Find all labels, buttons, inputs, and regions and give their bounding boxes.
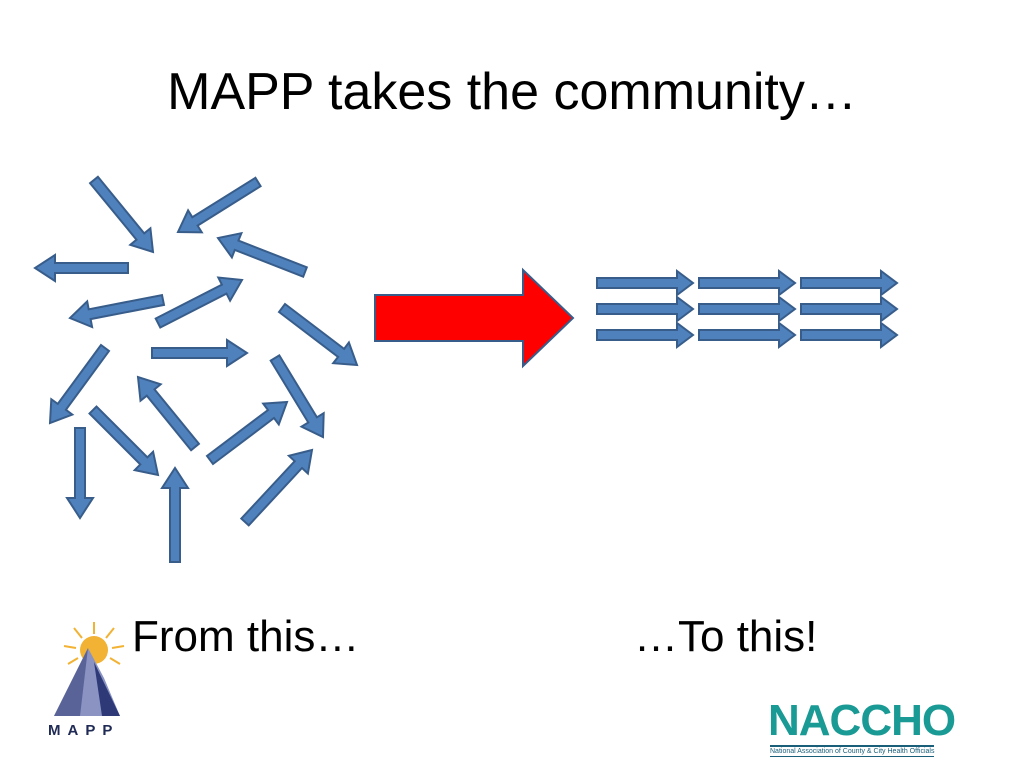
scattered-arrow [88,405,160,477]
scattered-arrow [68,293,166,329]
aligned-arrow [800,295,899,323]
scattered-arrow [239,448,314,527]
scattered-arrow [216,231,309,278]
caption-from-this: From this… [132,612,360,661]
mapp-logo-text: MAPP [48,722,120,739]
aligned-arrow [800,321,899,349]
aligned-arrow [698,295,797,323]
aligned-arrow [596,321,695,349]
transition-arrow-group [374,267,575,369]
scattered-arrow [205,400,289,466]
scattered-arrow [33,253,129,283]
naccho-logo-text: NACCHO [768,696,956,745]
scattered-arrow [65,427,95,520]
scattered-arrow [48,343,111,425]
scattered-arrows-group [33,175,359,563]
scattered-arrow [160,466,190,563]
big-red-arrow [374,267,575,369]
aligned-arrow [800,269,899,297]
caption-to-this: …To this! [634,612,818,661]
scattered-arrow [154,276,244,329]
scattered-arrow [277,302,359,367]
scattered-arrow [151,338,249,368]
scattered-arrow [88,175,155,254]
naccho-tagline: National Association of County & City He… [770,745,935,757]
aligned-arrows-group [596,269,899,349]
aligned-arrow [596,269,695,297]
slide-title: MAPP takes the community… [167,63,857,121]
mapp-logo-icon [54,622,125,716]
scattered-arrow [269,354,325,439]
aligned-arrow [698,321,797,349]
scattered-arrow [176,176,262,234]
aligned-arrow [698,269,797,297]
scattered-arrow [136,375,201,452]
aligned-arrow [596,295,695,323]
